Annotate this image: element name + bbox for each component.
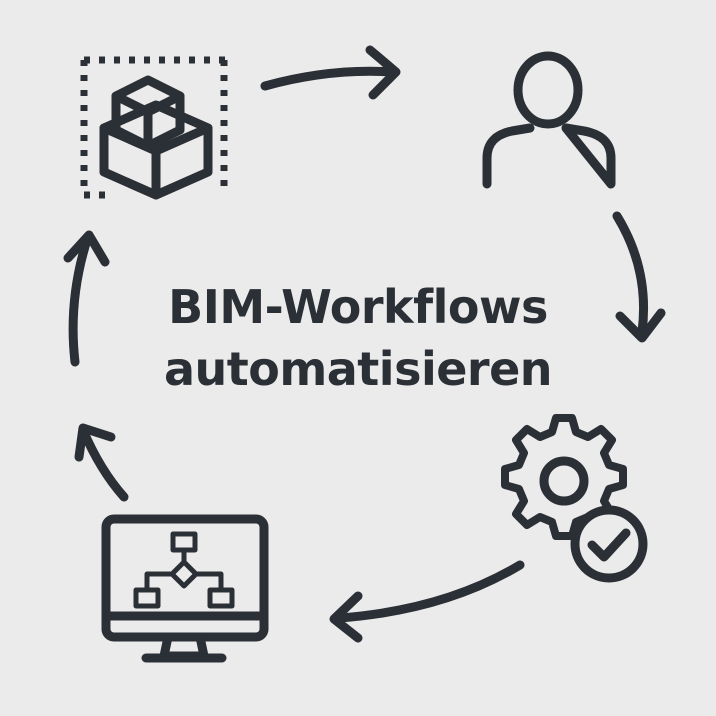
user-icon [482, 51, 616, 189]
arrow-left [74, 423, 129, 502]
title-line-2: automatisieren [163, 342, 553, 396]
check-badge [570, 505, 648, 583]
user-head [513, 51, 583, 129]
gear-checkmark-icon [501, 414, 648, 583]
arrow-top [260, 45, 401, 100]
monitor-flowchart-icon [101, 514, 269, 663]
checkmark-icon [587, 528, 631, 562]
flowchart-connector-right [193, 571, 224, 593]
flowchart-right-box [207, 587, 235, 609]
bim-model-cubes-icon [80, 56, 228, 200]
monitor-screen [101, 514, 269, 642]
arrow-right [612, 211, 666, 343]
flowchart-icon [133, 531, 235, 609]
flowchart-connector-left [144, 571, 175, 593]
flowchart-decision [169, 559, 199, 589]
arrow-left-upper [63, 230, 110, 367]
flowchart-left-box [133, 587, 161, 609]
user-shoulders [482, 123, 616, 189]
diagram-title: BIM-Workflows automatisieren [58, 276, 658, 400]
title-line-1: BIM-Workflows [168, 280, 548, 334]
gear-hub [539, 456, 589, 506]
arrow-bottom [329, 560, 525, 643]
